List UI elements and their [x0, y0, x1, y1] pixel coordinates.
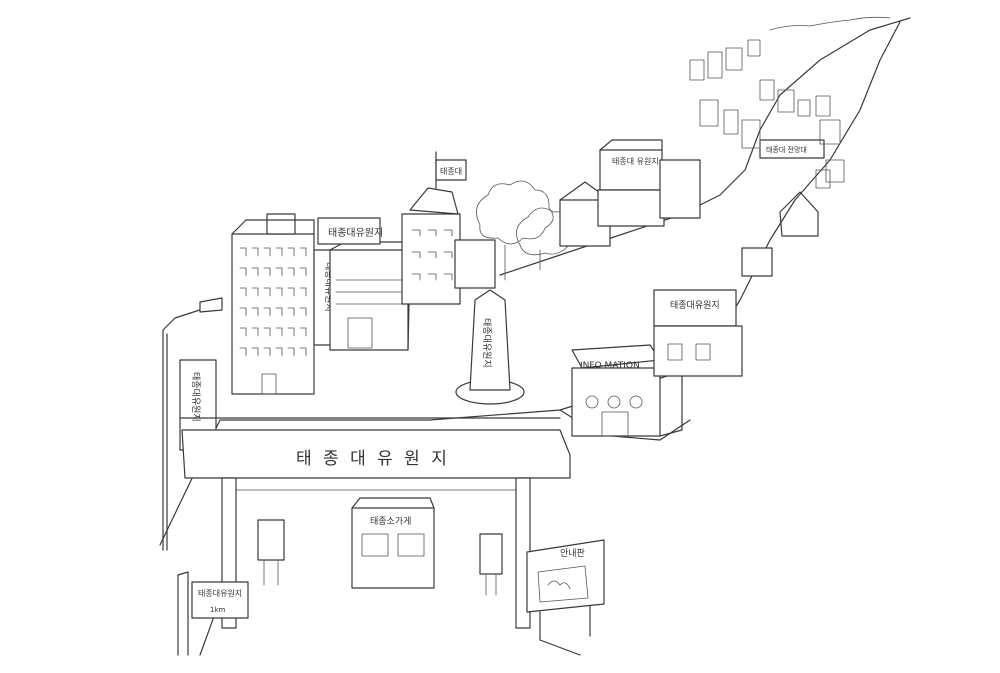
domed-building: 태종대 [401, 151, 496, 305]
direction-sign: 태종대유원지 1km [177, 571, 249, 656]
entrance-gate: 태 종 대 유 원 지 [179, 417, 571, 629]
tree-cluster [476, 180, 575, 281]
info-sign: INFO MATION [580, 361, 640, 371]
flag-label: 태종대 [440, 167, 462, 176]
mid-building: 태종대유원지 태종대유원지 [313, 217, 411, 351]
map-board-title: 안내판 [560, 548, 585, 559]
distant-banner: 태종대 전망대 [766, 145, 807, 154]
right-building-sign: 태종대유원지 [670, 300, 720, 311]
tall-office-building [231, 213, 315, 395]
street-lamp: 태종대유원지 [162, 297, 223, 551]
ticket-booth-sign: 태종소가게 [370, 516, 411, 527]
direction-sign-sub: 1km [210, 606, 226, 614]
ridge-building-sign: 태종대 유원지 [612, 157, 659, 166]
map-board: 안내판 [526, 539, 605, 641]
direction-sign-text: 태종대유원지 [198, 589, 242, 598]
distant-buildings: 태종대 유원지 태종대 전망대 [559, 16, 891, 277]
information-building: INFO MATION [571, 344, 683, 437]
stone-monument: 태종대유원지 [455, 289, 525, 405]
right-ridge-building: 태종대유원지 [653, 289, 743, 377]
building-vertical-sign: 태종대유원지 [323, 262, 334, 312]
monument-text: 태종대유원지 [481, 318, 492, 368]
gate-sign-text: 태 종 대 유 원 지 [296, 449, 450, 469]
lamppost-banner: 태종대유원지 [190, 372, 201, 422]
rooftop-sign: 태종대유원지 [328, 227, 383, 239]
ticket-booth: 태종소가게 [351, 497, 435, 589]
notice-boards [257, 519, 503, 596]
